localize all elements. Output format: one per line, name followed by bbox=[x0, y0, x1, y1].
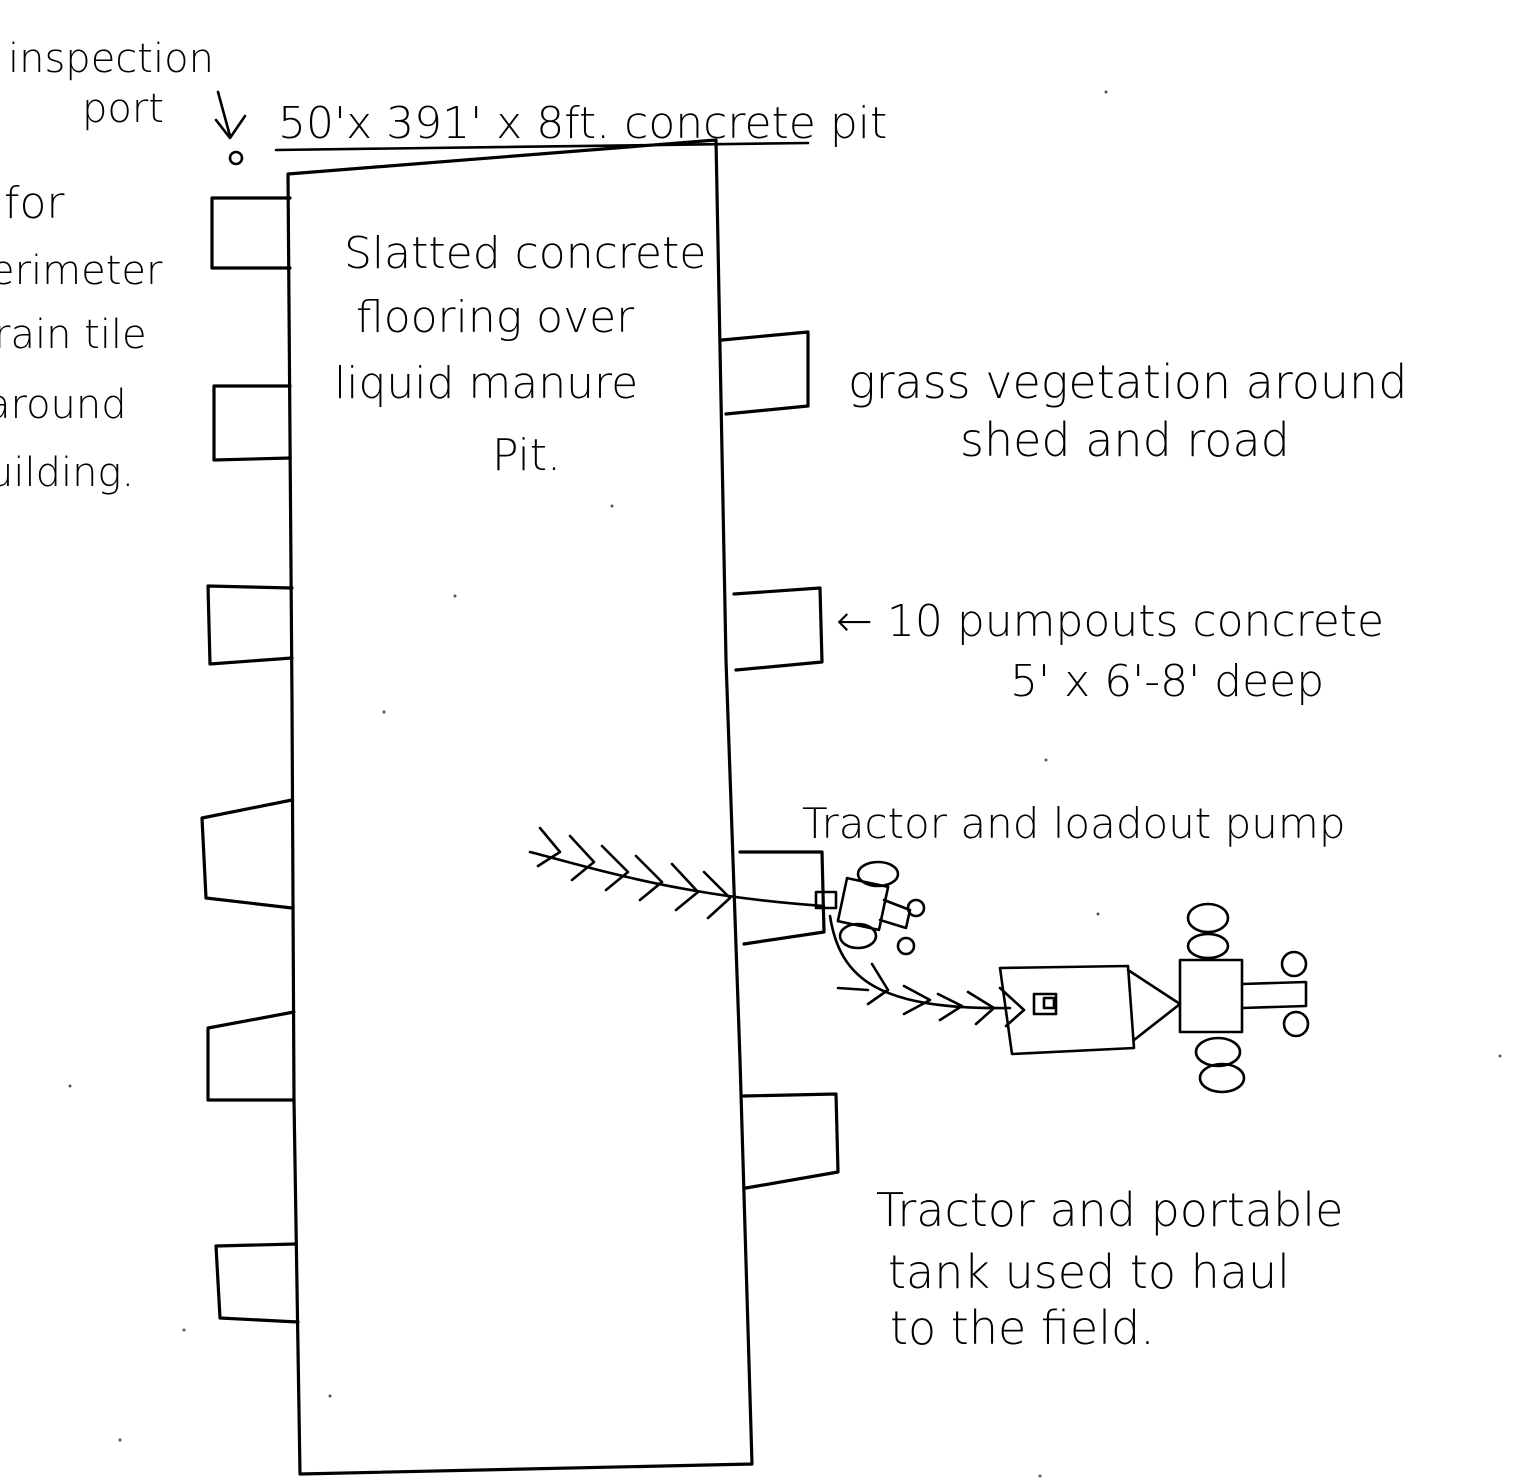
pumpout-right-4 bbox=[742, 1092, 840, 1190]
pumpouts-line2: 5' x 6'-8' deep bbox=[1010, 656, 1324, 707]
portable-tank-line1: Tractor and portable bbox=[876, 1183, 1343, 1237]
scan-specks bbox=[68, 90, 1502, 1478]
flow-chevrons-2 bbox=[836, 962, 1026, 1028]
inspection-port-line1: inspection bbox=[8, 36, 214, 82]
inspection-arrow bbox=[214, 90, 247, 140]
pit-title: 50'x 391' x 8ft. concrete pit bbox=[278, 98, 887, 149]
portable-tank-line2: tank used to haul bbox=[888, 1245, 1290, 1299]
perimeter-line1: for bbox=[4, 178, 65, 229]
inspection-port-line2: port bbox=[82, 86, 164, 132]
pit-text-line4: Pit. bbox=[492, 430, 561, 481]
flow-chevrons-1 bbox=[536, 826, 732, 920]
pumpout-left-6 bbox=[214, 1242, 300, 1324]
pit-text-line1: Slatted concrete bbox=[344, 228, 706, 279]
discharge-hose bbox=[828, 914, 1012, 1010]
portable-tank-icon bbox=[998, 964, 1182, 1056]
inspection-port-icon bbox=[228, 150, 244, 166]
pit-text-line3: liquid manure bbox=[334, 358, 638, 409]
perimeter-line5: uilding. bbox=[0, 450, 134, 496]
suction-hose bbox=[528, 850, 826, 908]
portable-tank-line3: to the field. bbox=[890, 1301, 1155, 1355]
pit-text-line2: flooring over bbox=[356, 292, 635, 343]
concrete-pit bbox=[286, 138, 754, 1476]
perimeter-line3: rain tile bbox=[0, 312, 147, 358]
perimeter-line2: erimeter bbox=[0, 248, 163, 294]
pumpout-right-2 bbox=[732, 586, 824, 672]
pumpouts-line1: ← 10 pumpouts concrete bbox=[836, 596, 1384, 647]
perimeter-line4: around bbox=[0, 382, 127, 428]
vegetation-line2: shed and road bbox=[960, 413, 1290, 467]
vegetation-line1: grass vegetation around bbox=[848, 355, 1407, 409]
pumpout-left-4 bbox=[200, 798, 294, 910]
pumpout-left-2 bbox=[212, 384, 292, 462]
loadout-tractor-icon bbox=[814, 860, 926, 956]
pumpout-left-1 bbox=[210, 196, 292, 270]
pumpout-left-5 bbox=[206, 1010, 296, 1102]
pit-title-underline bbox=[274, 141, 810, 152]
haul-tractor-icon bbox=[1178, 902, 1310, 1094]
loadout-label: Tractor and loadout pump bbox=[802, 799, 1345, 848]
pumpout-right-1 bbox=[720, 330, 810, 416]
pumpout-right-3 bbox=[738, 850, 826, 946]
pumpout-left-3 bbox=[206, 584, 294, 666]
